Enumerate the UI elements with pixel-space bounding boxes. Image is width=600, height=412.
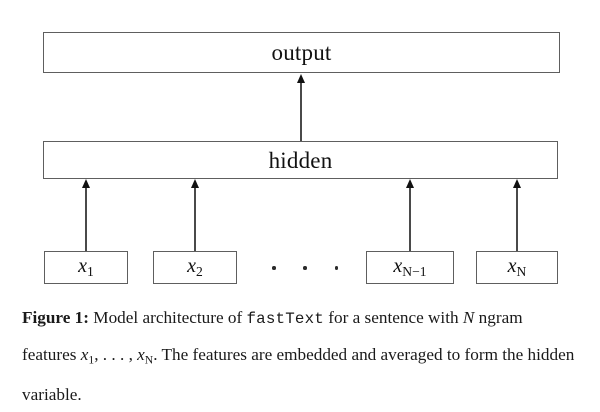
feature-box-x2: x2 bbox=[153, 251, 237, 284]
arrow-head bbox=[406, 179, 414, 188]
caption-text-2: for a sentence with bbox=[324, 308, 463, 327]
arrow-x1-to-hidden bbox=[79, 179, 93, 252]
arrow-head bbox=[191, 179, 199, 188]
hidden-layer-box: hidden bbox=[43, 141, 558, 179]
figure-diagram: output hidden x1 x2 xN−1 xN bbox=[43, 32, 560, 284]
output-layer-label: output bbox=[271, 40, 332, 65]
arrow-xn-to-hidden bbox=[510, 179, 524, 252]
arrow-shaft bbox=[409, 186, 411, 252]
arrow-head bbox=[513, 179, 521, 188]
dot-icon bbox=[272, 266, 276, 270]
caption-var-n: N bbox=[462, 308, 475, 327]
caption-math-sequence: x1, . . . , xN bbox=[80, 345, 154, 367]
arrow-shaft bbox=[300, 81, 302, 142]
arrow-head bbox=[297, 74, 305, 83]
hidden-layer-label: hidden bbox=[268, 147, 333, 173]
feature-label-x1: x1 bbox=[78, 255, 94, 280]
arrow-head bbox=[82, 179, 90, 188]
arrow-xnminus1-to-hidden bbox=[403, 179, 417, 252]
dot-icon bbox=[303, 266, 307, 270]
arrow-x2-to-hidden bbox=[188, 179, 202, 252]
feature-label-xnminus1: xN−1 bbox=[393, 255, 427, 280]
feature-box-xn: xN bbox=[476, 251, 558, 284]
arrow-shaft bbox=[516, 186, 518, 252]
feature-box-x1: x1 bbox=[44, 251, 128, 284]
feature-box-xnminus1: xN−1 bbox=[366, 251, 454, 284]
output-layer-box: output bbox=[43, 32, 560, 73]
feature-label-x2: x2 bbox=[187, 255, 203, 280]
caption-text-1: Model architecture of bbox=[89, 308, 247, 327]
feature-label-xn: xN bbox=[507, 255, 527, 280]
caption-mono-term: fastText bbox=[246, 310, 324, 328]
figure-caption-label: Figure 1: bbox=[22, 308, 89, 327]
ellipsis-dots bbox=[272, 258, 338, 278]
arrow-shaft bbox=[85, 186, 87, 252]
caption-text-4: . The features are embedded and averaged… bbox=[22, 345, 575, 405]
arrow-hidden-to-output bbox=[294, 74, 308, 142]
arrow-shaft bbox=[194, 186, 196, 252]
dot-icon bbox=[334, 266, 338, 270]
figure-caption: Figure 1: Model architecture of fastText… bbox=[22, 300, 580, 412]
caption-text-3: ngram features bbox=[22, 308, 523, 364]
